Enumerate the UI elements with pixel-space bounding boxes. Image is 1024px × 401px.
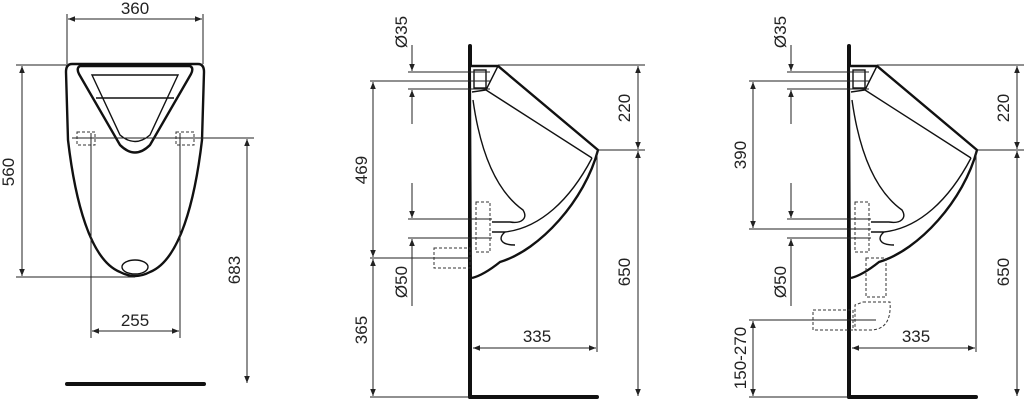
top-to-rim-dimension: 220 bbox=[615, 94, 634, 122]
inlet-to-outlet-dimension: 469 bbox=[352, 156, 371, 184]
front-view: 360 560 683 255 bbox=[0, 0, 254, 386]
width-dimension: 360 bbox=[121, 0, 149, 18]
fixing-spacing-dimension: 255 bbox=[121, 311, 149, 330]
rim-height-dimension: 650 bbox=[994, 258, 1013, 286]
side-view-a: Ø35 469 365 Ø50 220 650 335 bbox=[352, 16, 645, 399]
projection-dimension: 335 bbox=[523, 327, 551, 346]
inlet-diameter-dimension: Ø35 bbox=[392, 16, 411, 48]
fixing-height-dimension: 683 bbox=[225, 256, 244, 284]
inlet-diameter-dimension: Ø35 bbox=[771, 16, 790, 48]
urinal-front-outline bbox=[64, 62, 206, 278]
outlet-height-dimension: 365 bbox=[352, 316, 371, 344]
outlet-diameter-dimension: Ø50 bbox=[771, 266, 790, 298]
projection-dimension: 335 bbox=[902, 327, 930, 346]
height-dimension: 560 bbox=[0, 158, 18, 186]
inlet-to-outlet-dimension: 390 bbox=[731, 141, 750, 169]
urinal-front-opening bbox=[76, 64, 194, 154]
outlet-diameter-dimension: Ø50 bbox=[392, 266, 411, 298]
trap-height-dimension: 150-270 bbox=[731, 327, 750, 389]
top-to-rim-dimension: 220 bbox=[994, 94, 1013, 122]
side-view-b: Ø35 390 Ø50 150-270 220 650 335 bbox=[731, 16, 1024, 399]
rim-height-dimension: 650 bbox=[615, 258, 634, 286]
